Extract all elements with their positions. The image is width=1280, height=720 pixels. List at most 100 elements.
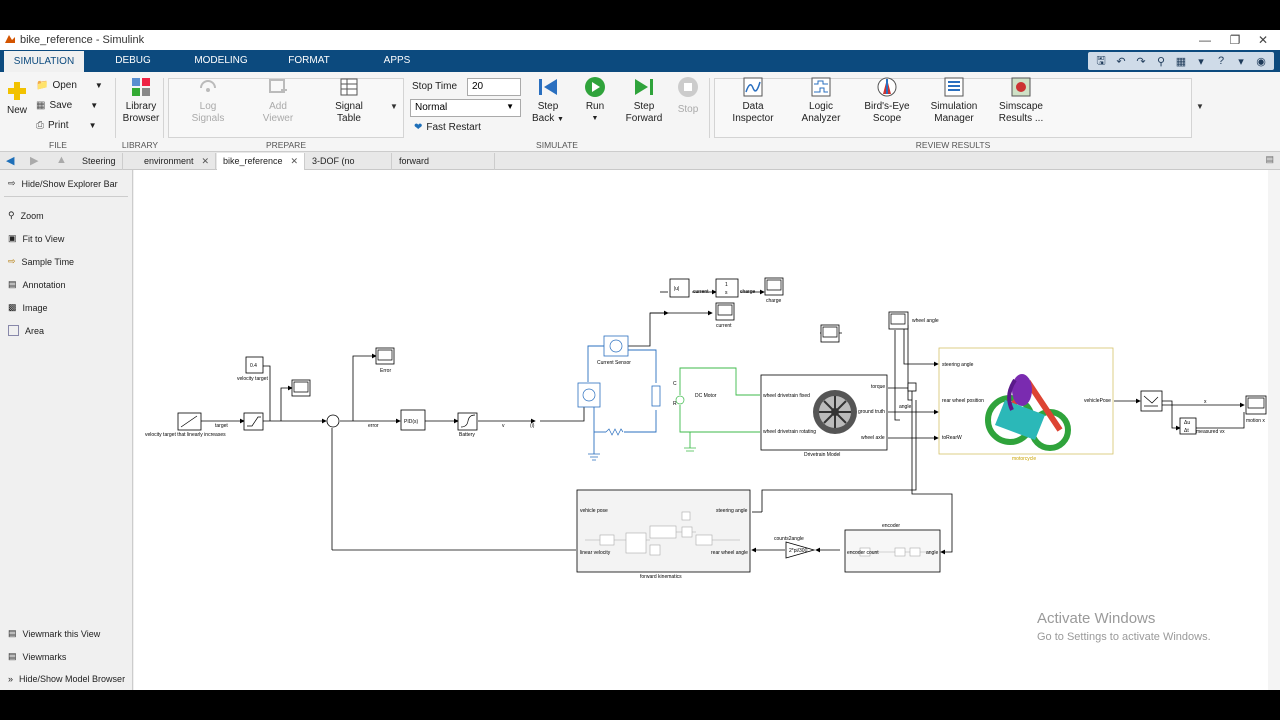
chevron-down-icon: ▼ [506, 102, 514, 111]
run-button[interactable]: Run ▼ [578, 76, 612, 125]
save-label: Save [49, 100, 73, 111]
close-icon[interactable]: ✕ [1257, 33, 1269, 47]
tab-apps[interactable]: APPS [383, 55, 411, 66]
forward-arrow-icon[interactable]: ▶ [30, 155, 39, 167]
tab-debug[interactable]: DEBUG [115, 55, 151, 66]
data-inspector-icon [742, 76, 764, 98]
integrator-num: 1 [725, 282, 728, 288]
back-arrow-icon[interactable]: ◀ [6, 155, 15, 167]
tab-3dof[interactable]: 3-DOF (no fall)✕ [306, 153, 392, 182]
fast-restart-button[interactable]: ❤Fast Restart [414, 122, 481, 133]
area-button[interactable]: Area [8, 325, 44, 336]
print-button[interactable]: ⎙Print▼ [36, 120, 96, 131]
birds-eye-scope-icon [876, 76, 898, 98]
simulation-manager-button[interactable]: Simulation Manager [926, 76, 982, 125]
chevron-down-icon[interactable]: ▾ [1238, 55, 1244, 68]
help-icon[interactable]: ? [1217, 55, 1225, 67]
save-icon[interactable]: 🖫 [1096, 54, 1106, 67]
close-icon[interactable]: ✕ [290, 156, 299, 166]
sample-time-button[interactable]: ⇨Sample Time [8, 256, 74, 267]
tab-bike-reference[interactable]: bike_reference ✕ [217, 153, 305, 170]
tab-modeling[interactable]: MODELING [194, 55, 248, 66]
new-button[interactable]: New [4, 80, 30, 117]
breadcrumb[interactable]: Steering [76, 153, 123, 170]
maximize-icon[interactable]: ❐ [1229, 33, 1241, 47]
run-label: Run [585, 101, 605, 112]
tab-bike-reference-label: bike_reference [223, 156, 283, 166]
hide-show-model-browser-button[interactable]: »Hide/Show Model Browser [8, 674, 125, 684]
log-label-1: Log [199, 101, 217, 112]
logic-analyzer-button[interactable]: Logic Analyzer [796, 76, 846, 125]
up-arrow-icon[interactable]: ▲ [56, 154, 67, 166]
target-signal-label: target [215, 423, 228, 429]
viewmarks-button[interactable]: ▤Viewmarks [8, 651, 66, 662]
close-icon[interactable]: ✕ [201, 156, 210, 166]
stop-time-label: Stop Time [412, 81, 458, 92]
tab-format[interactable]: FORMAT [288, 55, 330, 66]
chevron-down-icon: ▼ [90, 101, 99, 110]
hide-show-explorer-button[interactable]: ⇨Hide/Show Explorer Bar [8, 178, 118, 189]
image-label: Image [22, 302, 48, 313]
save-button[interactable]: ▦Save▼ [36, 100, 98, 111]
signal-table-button[interactable]: Signal Table [328, 76, 370, 125]
drivetrain-out-port: ground truth [858, 409, 885, 415]
stop-icon [677, 76, 699, 98]
minimize-icon[interactable]: — [1199, 33, 1211, 47]
fit-to-view-label: Fit to View [22, 233, 65, 244]
velocity-target-label: velocity target [237, 376, 268, 382]
birds-eye-scope-button[interactable]: Bird's-Eye Scope [860, 76, 914, 125]
folder-icon: 📁 [36, 80, 49, 91]
data-inspector-button[interactable]: Data Inspector [728, 76, 778, 125]
stop-button[interactable]: Stop [672, 76, 704, 116]
simscape-results-label-1: Simscape [999, 101, 1043, 112]
image-icon: ▩ [8, 302, 17, 312]
settings-icon[interactable]: ◉ [1256, 55, 1266, 68]
encoder-out-port: angle [926, 550, 938, 556]
tab-simulation[interactable]: SIMULATION [4, 51, 84, 73]
fit-to-view-button[interactable]: ▣Fit to View [8, 233, 64, 244]
annotation-label: Annotation [22, 279, 66, 290]
undo-icon[interactable]: ↶ [1116, 55, 1126, 68]
data-inspector-label-2: Inspector [732, 113, 774, 124]
fast-restart-label: Fast Restart [426, 122, 481, 133]
tab-forward-kinematics[interactable]: forward kinematics✕ [393, 153, 495, 182]
birds-eye-label-1: Bird's-Eye [864, 101, 910, 112]
grid-icon[interactable]: ▦ [1175, 55, 1187, 68]
model-canvas[interactable]: 0.4 velocity target velocity target that… [134, 170, 1268, 690]
charge-scope-label: charge [766, 298, 782, 304]
simulate-group [404, 78, 710, 138]
model-tab-strip: ◀ ▶ ▲ Steering environment✕ bike_referen… [0, 152, 1280, 182]
annotation-button[interactable]: ▤Annotation [8, 279, 66, 290]
chevron-down-icon[interactable]: ▾ [1198, 55, 1204, 68]
add-viewer-button[interactable]: Add Viewer [256, 76, 300, 125]
forward-kinematics-label: forward kinematics [640, 574, 682, 580]
step-back-label-1: Step [537, 101, 559, 112]
step-forward-button[interactable]: Step Forward [622, 76, 666, 125]
review-expand-icon[interactable]: ▼ [1196, 102, 1204, 111]
viewmark-this-button[interactable]: ▤Viewmark this View [8, 628, 100, 639]
hide-show-model-browser-label: Hide/Show Model Browser [19, 674, 126, 684]
tab-environment[interactable]: environment✕ [138, 153, 216, 170]
motorcycle-port-2: rear wheel position [942, 398, 984, 404]
motorcycle-port-3: toRearW [942, 435, 962, 441]
vertical-scrollbar[interactable] [1268, 170, 1280, 690]
error-scope-block [375, 347, 395, 365]
stop-time-input[interactable]: 20 [467, 78, 521, 96]
prepare-expand-icon[interactable]: ▼ [390, 102, 398, 111]
open-button[interactable]: 📁Open▼ [36, 80, 103, 91]
log-signals-button[interactable]: Log Signals [186, 76, 230, 125]
redo-icon[interactable]: ↷ [1136, 55, 1146, 68]
tab-menu-icon[interactable]: ▤ [1265, 154, 1274, 164]
search-icon[interactable]: ⚲ [1156, 55, 1166, 68]
simulate-group-label: SIMULATE [536, 140, 578, 150]
zoom-button[interactable]: ⚲Zoom [8, 210, 44, 221]
review-results-group-label: REVIEW RESULTS [915, 140, 991, 150]
fk-port-1: vehicle pose [580, 508, 608, 514]
simulation-mode-select[interactable]: Normal▼ [410, 99, 521, 117]
simscape-results-button[interactable]: Simscape Results ... [994, 76, 1048, 125]
image-button[interactable]: ▩ Image [8, 302, 48, 313]
step-back-button[interactable]: Step Back ▼ [528, 76, 568, 126]
step-forward-icon [633, 76, 655, 98]
add-viewer-icon [267, 76, 289, 98]
library-browser-button[interactable]: Library Browser [120, 76, 162, 125]
